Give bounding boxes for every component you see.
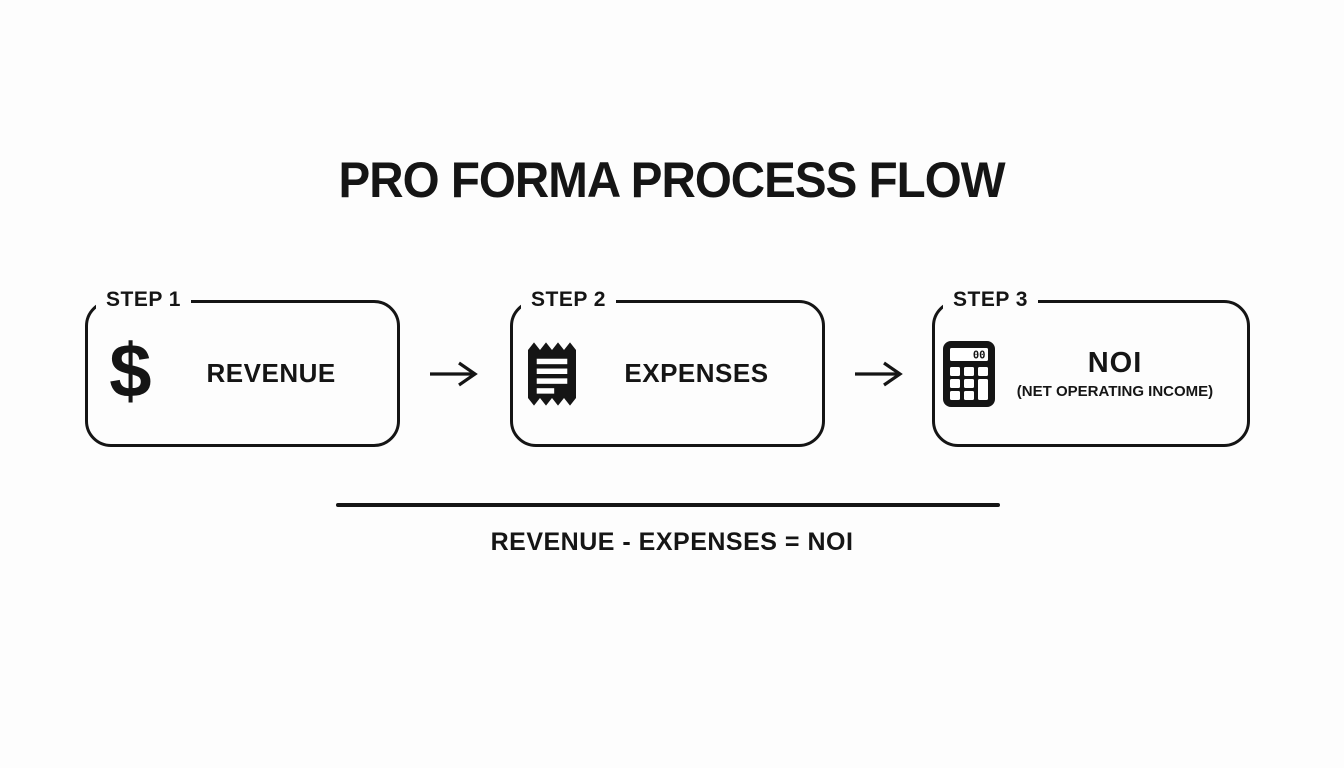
formula-text: REVENUE - EXPENSES = NOI: [490, 528, 854, 556]
formula-divider-line: [336, 503, 1000, 507]
calculator-display: 00: [973, 349, 986, 361]
step-2-label: STEP 2: [521, 286, 616, 314]
step-box-expenses: STEP 2 EXPENSES: [510, 286, 825, 447]
diagram-title: PRO FORMA PROCESS FLOW: [0, 150, 1344, 223]
receipt-icon: [528, 341, 577, 406]
step-3-label: STEP 3: [943, 286, 1038, 314]
step-2-name: EXPENSES: [624, 358, 769, 388]
step-3-name: NOI: [1087, 347, 1143, 379]
step-2-content: EXPENSES: [513, 303, 822, 444]
flow-arrow-2: [855, 361, 903, 387]
step-1-content: $ REVENUE: [88, 303, 397, 444]
diagram-title-text: PRO FORMA PROCESS FLOW: [338, 152, 1006, 208]
dollar-icon: $: [109, 328, 152, 414]
calculator-icon: 00: [942, 340, 995, 407]
step-box-noi: STEP 3 00 NOI (NET OPERATI: [932, 286, 1250, 447]
step-box-revenue: STEP 1 $ REVENUE: [85, 286, 400, 447]
step-1-name: REVENUE: [206, 358, 336, 388]
step-3-subtitle: (NET OPERATING INCOME): [1016, 383, 1214, 400]
step-3-name-group: NOI (NET OPERATING INCOME): [1017, 347, 1213, 400]
flow-arrow-1: [430, 361, 478, 387]
step-1-label: STEP 1: [96, 286, 191, 314]
step-3-content: 00 NOI (NET OPERATING INCOME): [935, 303, 1247, 444]
